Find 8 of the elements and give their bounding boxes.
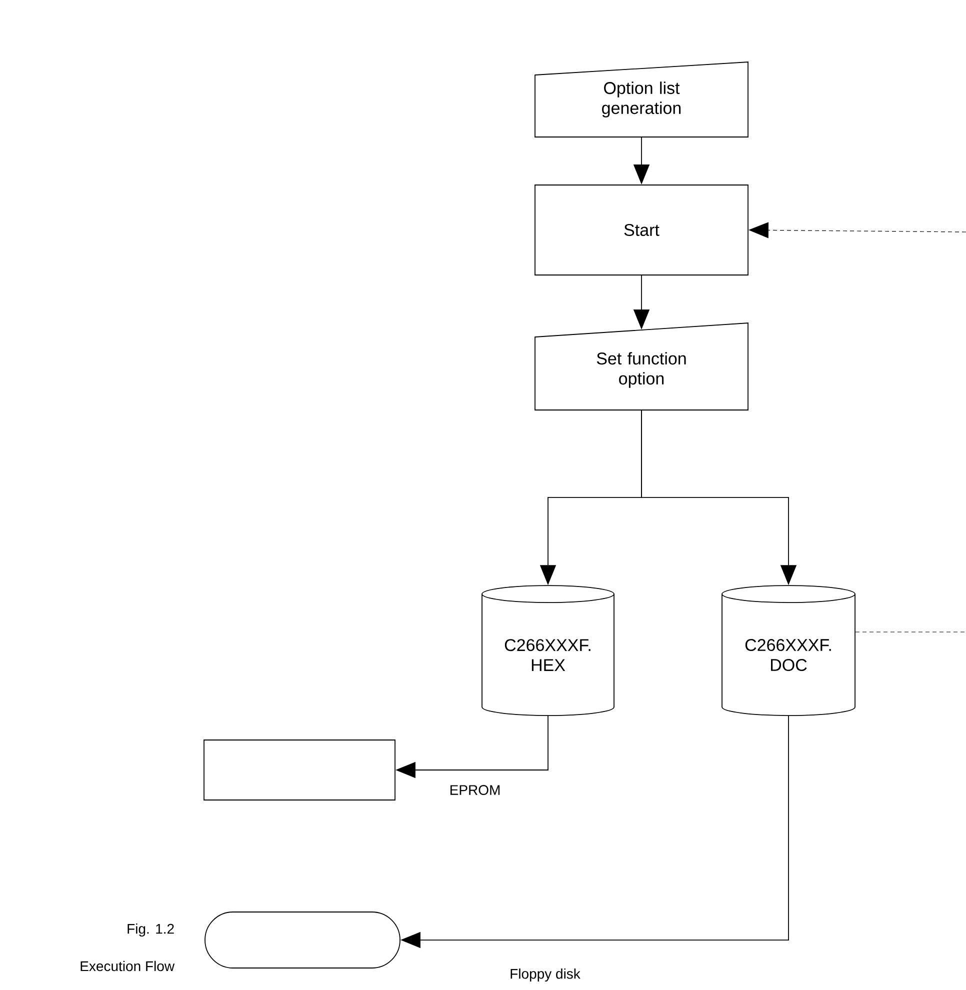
edge-label: EPROM (448, 784, 502, 796)
file-cylinder: C266XXXF. HEX (482, 585, 614, 716)
process-box (204, 740, 396, 800)
edge-label: Floppy disk (508, 967, 582, 983)
caption-text: Fig. 1.2 (128, 923, 174, 937)
file-cylinder: C266XXXF. DOC (722, 585, 856, 716)
process-box: Start (534, 184, 748, 276)
caption-text: Execution Flow (80, 960, 175, 972)
